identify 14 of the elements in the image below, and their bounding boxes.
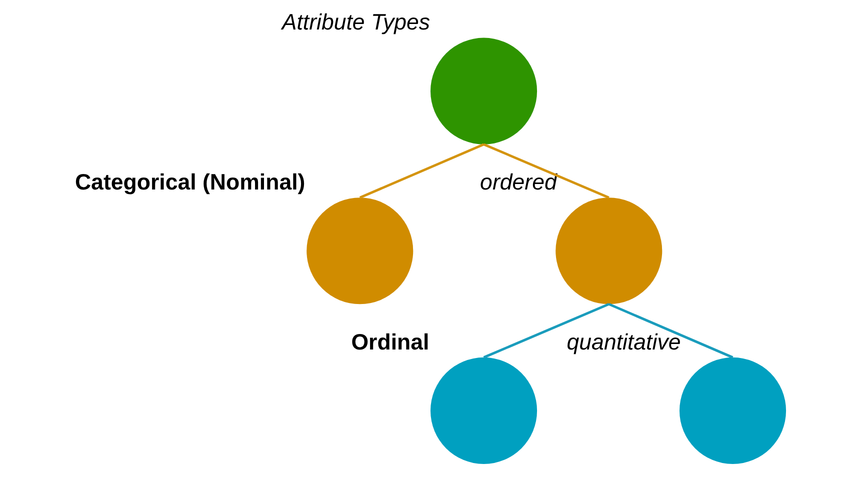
node-circle [556, 198, 662, 304]
node-circle [306, 198, 414, 304]
connector [359, 143, 484, 199]
node-label: Categorical (Nominal) [74, 169, 306, 194]
node-label: Ordinal [351, 329, 430, 354]
node-label: quantitative [566, 329, 681, 354]
node-circle [430, 38, 538, 144]
node-label: Attribute Types [282, 10, 430, 35]
node-label: ordered [480, 169, 557, 194]
connector [483, 143, 610, 199]
node-circle [430, 357, 538, 464]
connector [483, 303, 610, 359]
connector [608, 303, 734, 359]
node-circle [680, 357, 786, 464]
